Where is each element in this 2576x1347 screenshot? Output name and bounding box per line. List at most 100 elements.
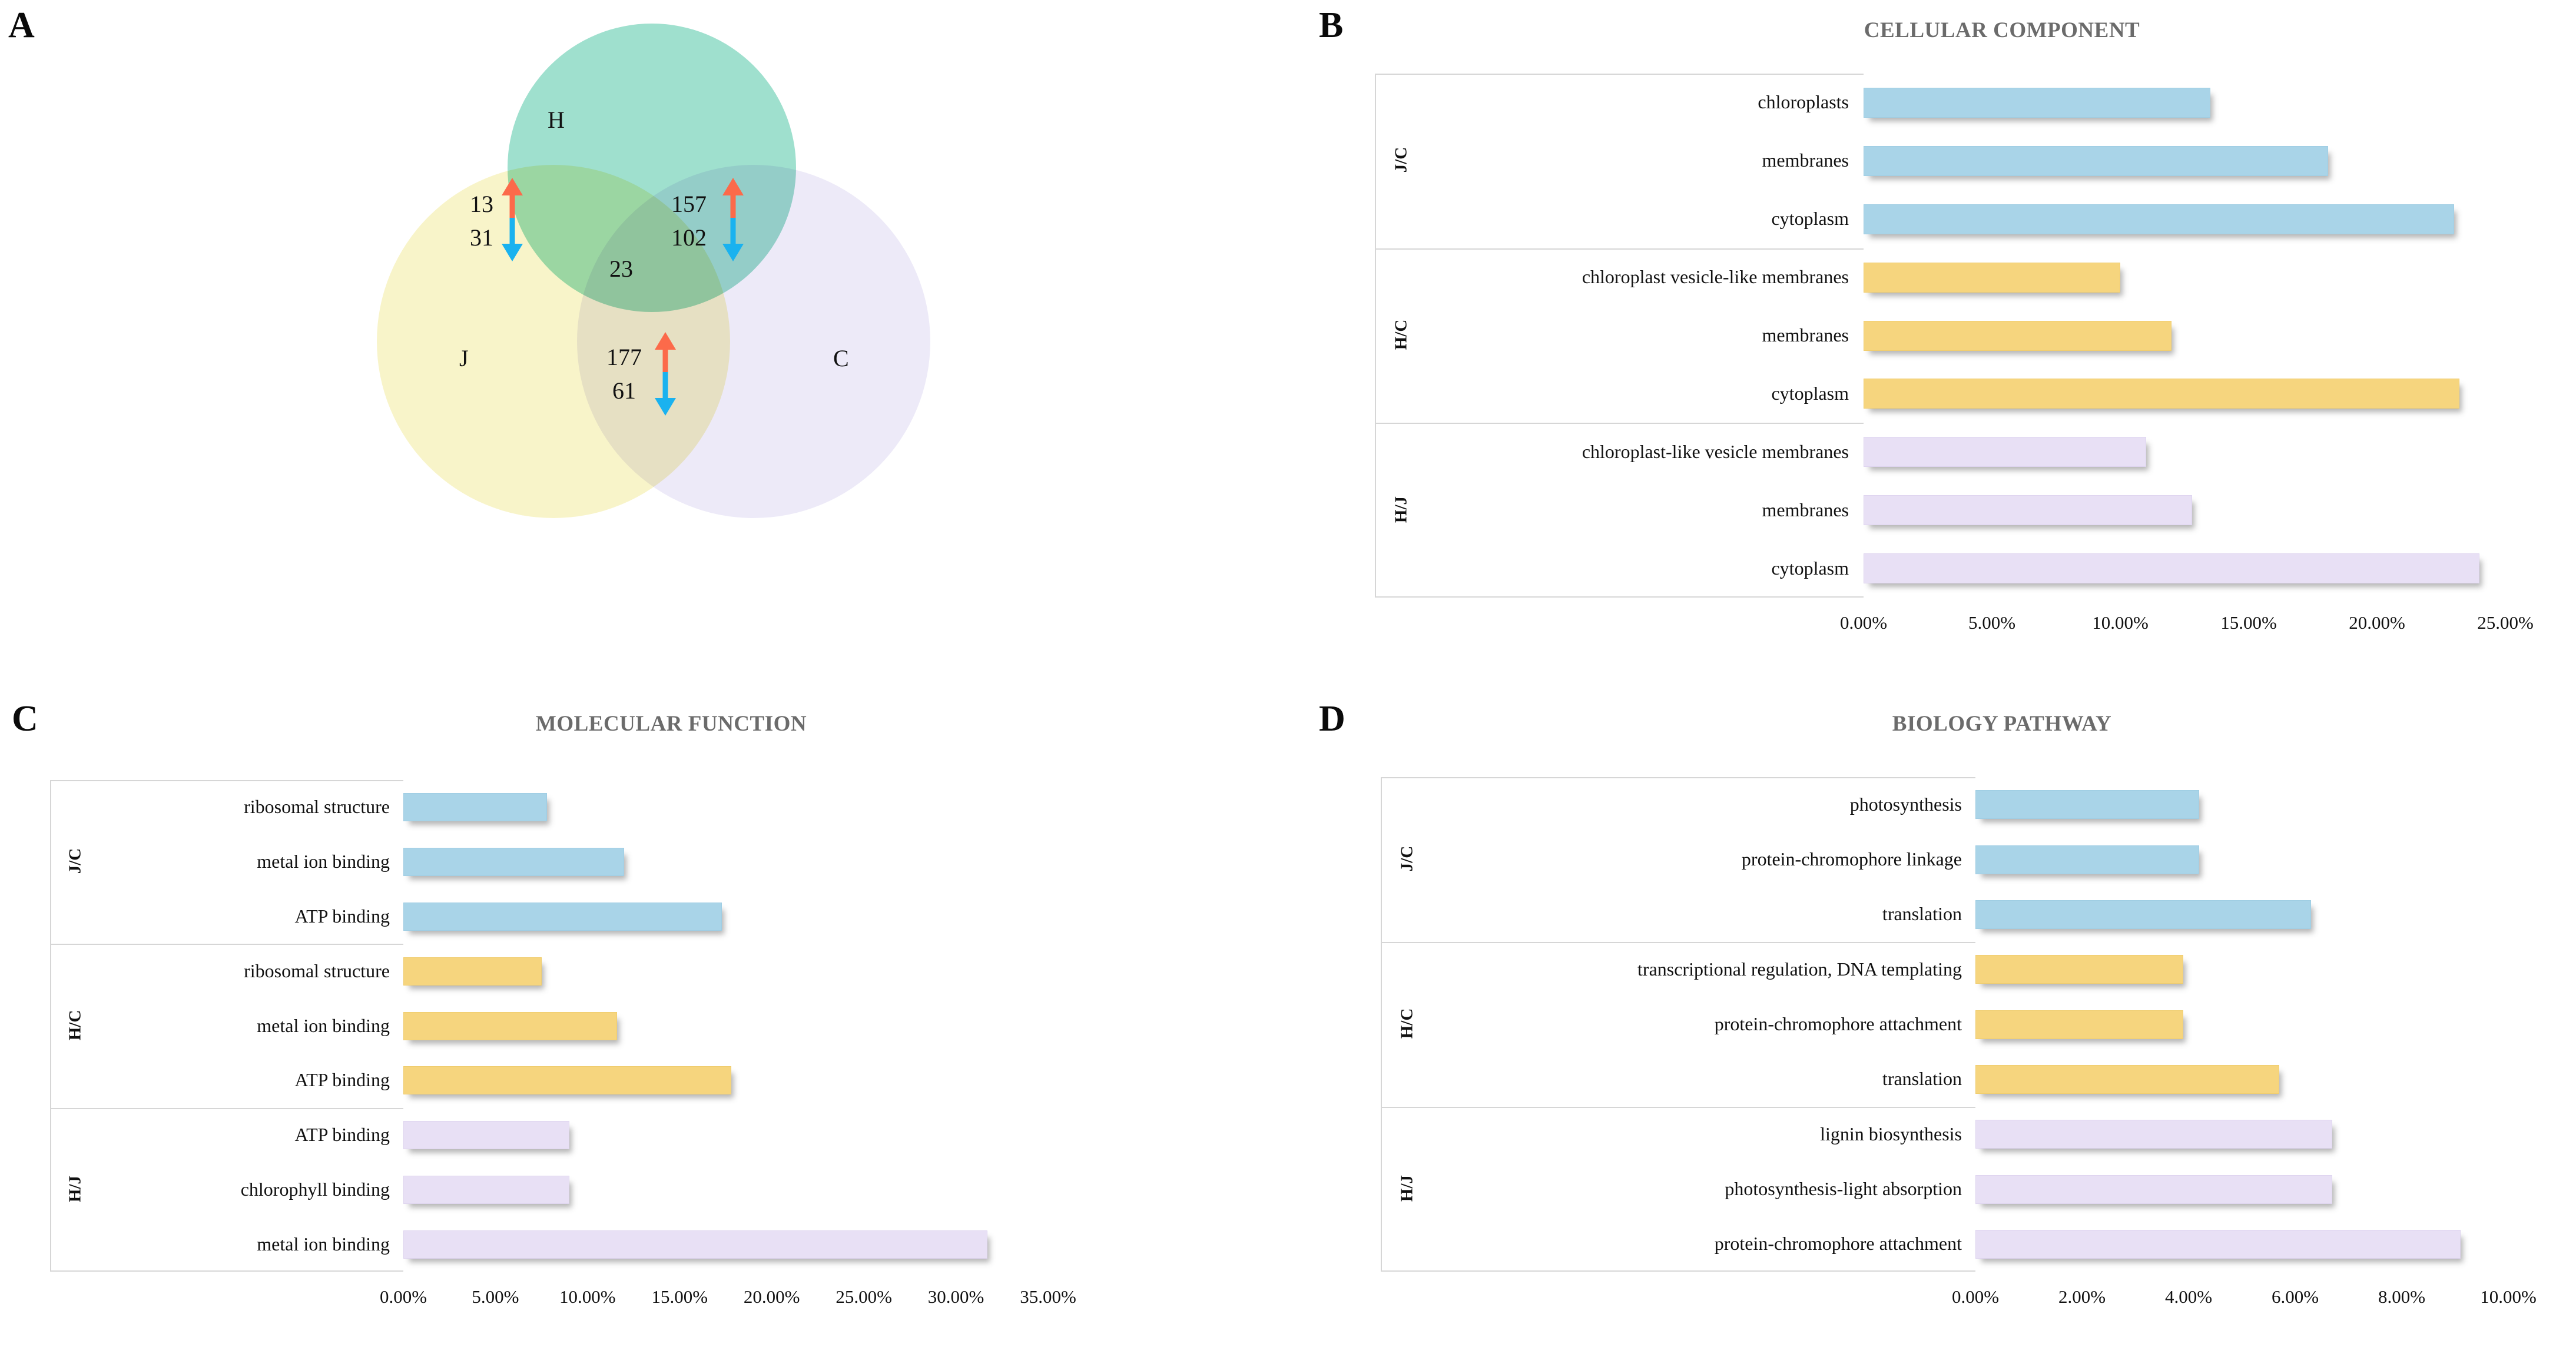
panel-title-c: MOLECULAR FUNCTION	[535, 712, 807, 736]
category-label: lignin biosynthesis	[1820, 1123, 1962, 1144]
x-tick-label: 25.00%	[2477, 612, 2534, 633]
category-label: ribosomal structure	[244, 960, 390, 981]
category-label: cytoplasm	[1771, 382, 1849, 404]
group-divider	[1375, 248, 1864, 250]
group-divider	[1375, 423, 1864, 424]
bar	[1864, 204, 2454, 234]
venn-count-hj-down: 31	[470, 224, 493, 251]
group-divider	[1381, 1107, 1975, 1108]
venn-diagram: H J C 13 31 157 102 177 61	[377, 24, 966, 624]
category-label: photosynthesis	[1849, 793, 1962, 815]
venn-label-c: C	[833, 345, 849, 371]
panel-letter-b: B	[1319, 5, 1344, 45]
venn-circle-c	[577, 165, 930, 518]
plot-frame	[1375, 74, 1864, 598]
category-label: metal ion binding	[257, 851, 390, 872]
bar	[1864, 553, 2480, 584]
venn-count-hj-up: 13	[470, 191, 493, 217]
x-tick-label: 8.00%	[2378, 1286, 2426, 1307]
bar	[403, 1066, 731, 1095]
venn-label-j: J	[459, 345, 469, 371]
x-tick-label: 30.00%	[927, 1286, 984, 1307]
venn-count-jc-up: 177	[606, 344, 642, 370]
x-tick-label: 2.00%	[2058, 1286, 2106, 1307]
group-divider	[50, 944, 403, 945]
x-tick-label: 25.00%	[836, 1286, 892, 1307]
updown-arrow-hj-icon	[502, 178, 523, 261]
x-tick-label: 20.00%	[743, 1286, 800, 1307]
panel-letter-c: C	[12, 699, 38, 739]
category-label: ATP binding	[294, 1069, 390, 1091]
bar	[403, 848, 625, 877]
bar	[403, 1175, 569, 1204]
category-label: chloroplast vesicle-like membranes	[1582, 266, 1849, 288]
category-label: membranes	[1762, 324, 1849, 346]
plot-frame	[1381, 777, 1975, 1272]
bar	[1864, 87, 2210, 118]
x-tick-label: 0.00%	[379, 1286, 427, 1307]
updown-arrow-jc-icon	[655, 332, 676, 416]
category-label: ATP binding	[294, 1124, 390, 1146]
x-tick-label: 0.00%	[1839, 612, 1888, 633]
bar	[1975, 790, 2200, 820]
panel-a-venn: A H J C 13 31 157 102	[0, 0, 1281, 677]
category-label: ATP binding	[294, 905, 390, 927]
category-label: protein-chromophore attachment	[1714, 1013, 1962, 1034]
x-tick-label: 15.00%	[651, 1286, 708, 1307]
venn-count-jc-down: 61	[612, 377, 636, 404]
x-tick-label: 0.00%	[1951, 1286, 2000, 1307]
group-label-h-c: H/C	[1397, 1008, 1417, 1039]
category-label: transcriptional regulation, DNA templati…	[1637, 958, 1962, 980]
x-tick-label: 15.00%	[2220, 612, 2277, 633]
panel-title-d: BIOLOGY PATHWAY	[1892, 712, 2112, 736]
group-label-j-c: J/C	[1397, 845, 1417, 872]
group-divider	[1381, 942, 1975, 943]
group-label-h-j: H/J	[1397, 1175, 1417, 1202]
updown-arrow-hc-icon	[722, 178, 744, 261]
bar	[403, 1230, 987, 1259]
x-tick-label: 35.00%	[1020, 1286, 1076, 1307]
bar	[1864, 495, 2193, 526]
x-tick-label: 10.00%	[2480, 1286, 2537, 1307]
bar	[403, 902, 722, 931]
category-label: ribosomal structure	[244, 796, 390, 818]
bar	[1975, 1064, 2279, 1094]
category-label: chlorophyll binding	[240, 1178, 390, 1200]
bar	[1864, 437, 2146, 467]
bar	[1975, 845, 2200, 874]
panel-letter-d: D	[1319, 699, 1345, 739]
category-label: metal ion binding	[257, 1233, 390, 1255]
category-label: membranes	[1762, 150, 1849, 171]
category-label: translation	[1882, 1068, 1962, 1090]
venn-count-hc-down: 102	[671, 224, 707, 251]
category-label: translation	[1882, 903, 1962, 925]
x-tick-label: 6.00%	[2271, 1286, 2319, 1307]
bar	[1864, 262, 2120, 293]
category-label: cytoplasm	[1771, 208, 1849, 230]
x-tick-label: 4.00%	[2164, 1286, 2213, 1307]
bar	[403, 1121, 569, 1150]
category-label: chloroplasts	[1758, 91, 1849, 113]
x-tick-label: 10.00%	[2092, 612, 2149, 633]
venn-label-h: H	[548, 107, 565, 133]
x-tick-label: 10.00%	[559, 1286, 616, 1307]
venn-count-hc-up: 157	[671, 191, 707, 217]
bar	[1975, 1120, 2333, 1149]
category-label: protein-chromophore linkage	[1741, 848, 1962, 870]
bar	[1864, 320, 2172, 351]
bar	[1975, 1229, 2461, 1259]
venn-count-hjc: 23	[609, 256, 633, 282]
bar	[1975, 1175, 2333, 1204]
category-label: metal ion binding	[257, 1014, 390, 1036]
panel-letter-a: A	[8, 5, 35, 45]
panel-title-b: CELLULAR COMPONENT	[1864, 18, 2140, 42]
bar	[1975, 955, 2183, 984]
bar	[403, 957, 542, 986]
bar	[1975, 1010, 2183, 1039]
category-label: membranes	[1762, 499, 1849, 520]
x-tick-label: 5.00%	[1968, 612, 2016, 633]
